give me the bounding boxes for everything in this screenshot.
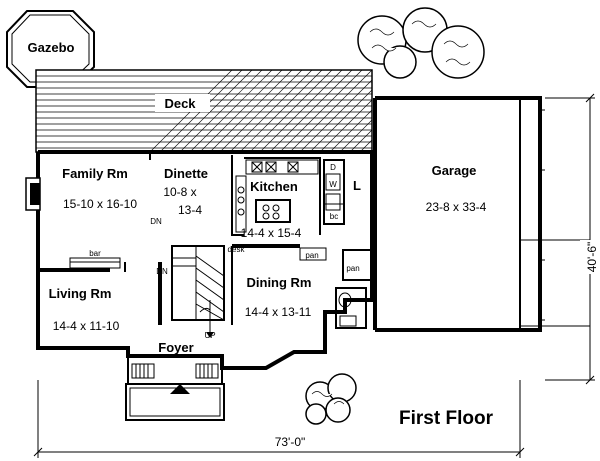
interior-walls — [38, 152, 374, 329]
dn-label-1: DN — [150, 217, 162, 226]
laundry-label: L — [353, 178, 361, 193]
dining-room-size: 14-4 x 13-11 — [245, 305, 312, 319]
pantry-closet — [342, 249, 372, 281]
kitchen-name: Kitchen — [250, 179, 298, 194]
dinette-size-1: 10-8 x — [163, 185, 196, 199]
deck-area — [35, 69, 373, 153]
pan-label-1: pan — [305, 251, 318, 260]
tree-bottom — [305, 373, 357, 425]
living-room-name: Living Rm — [49, 286, 112, 301]
front-porch — [125, 356, 225, 421]
house-exterior-wall — [36, 150, 374, 370]
living-room-size: 14-4 x 11-10 — [53, 319, 120, 333]
washer-label: W — [329, 180, 337, 189]
desk-label: desk — [228, 245, 246, 254]
garage-name: Garage — [432, 163, 477, 178]
overall-depth: 40'-6" — [585, 242, 599, 273]
family-room-name: Family Rm — [62, 166, 128, 181]
dimension-width — [33, 380, 525, 458]
dimension-depth — [545, 93, 600, 385]
garage-size: 23-8 x 33-4 — [426, 200, 487, 214]
dn-label-2: DN — [156, 267, 168, 276]
powder-room — [335, 287, 367, 329]
dinette-name: Dinette — [164, 166, 208, 181]
pan-label-2: pan — [346, 264, 359, 273]
garage-structure — [373, 96, 590, 332]
dining-room-name: Dining Rm — [247, 275, 312, 290]
pantry-desk — [299, 247, 327, 261]
bar-counter — [69, 257, 121, 269]
deck-label: Deck — [164, 96, 196, 111]
foyer-name: Foyer — [158, 340, 193, 355]
tree-top-right — [357, 7, 485, 79]
overall-width: 73'-0" — [275, 435, 306, 449]
up-label: UP — [204, 331, 215, 340]
kitchen-size: 14-4 x 15-4 — [241, 226, 302, 240]
kitchen-cabinets — [231, 155, 345, 236]
family-room-size: 15-10 x 16-10 — [63, 197, 137, 211]
staircase — [171, 245, 225, 338]
dinette-size-2: 13-4 — [178, 203, 202, 217]
bar-label: bar — [89, 249, 101, 258]
kitchen-island — [255, 199, 291, 223]
floor-title: First Floor — [399, 408, 494, 429]
bc-label: bc — [330, 212, 338, 221]
gazebo-label: Gazebo — [28, 40, 75, 55]
dryer-label: D — [330, 163, 336, 172]
